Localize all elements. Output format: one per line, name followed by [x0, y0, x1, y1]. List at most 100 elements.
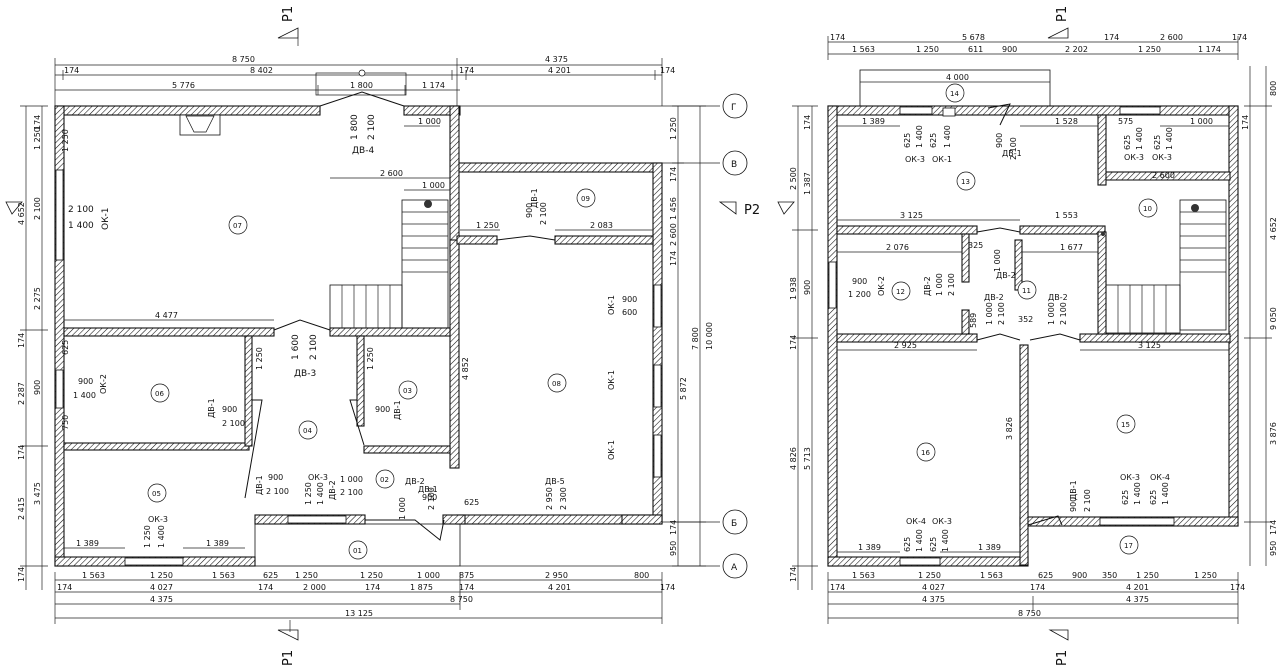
- dim-text: 1 553: [1055, 211, 1078, 220]
- dim-text: 1 677: [1060, 243, 1083, 252]
- dim-text: 900: [33, 380, 42, 395]
- dim-text: 2 275: [33, 287, 42, 310]
- window-label: 1 400: [1135, 127, 1144, 150]
- door-label: 2 100: [367, 114, 377, 140]
- dim-text: 2 600: [1160, 33, 1183, 42]
- dim-text: 1 389: [978, 543, 1001, 552]
- window-label: 600: [622, 308, 637, 317]
- axis-label: А: [731, 563, 738, 573]
- dim-text: 1 250: [669, 117, 678, 140]
- dim-text: 1 174: [422, 81, 445, 90]
- room-number: 10: [1143, 205, 1152, 213]
- dim-text: 3 125: [1138, 341, 1161, 350]
- door-label: ДВ-2: [405, 477, 425, 486]
- window-label: ОК-3: [308, 473, 328, 482]
- dim-text: 1 563: [980, 571, 1003, 580]
- window-label: 1 400: [1161, 482, 1170, 505]
- dim-text: 5 872: [679, 377, 688, 400]
- window-label: ОК-4: [1150, 473, 1170, 482]
- window-label: ОК-3: [1124, 153, 1144, 162]
- section-label: P1: [281, 6, 296, 22]
- dim-text: 611: [968, 45, 983, 54]
- section-marker-left-2: [777, 201, 795, 215]
- window-label: 1 400: [1165, 127, 1174, 150]
- door-label: 2 950: [545, 487, 554, 510]
- window-label: 625: [1123, 135, 1132, 150]
- dim-text: 174: [17, 445, 26, 460]
- dim-text: 4 375: [922, 595, 945, 604]
- dim-text: 174: [830, 583, 845, 592]
- door-label: 1 000: [340, 475, 363, 484]
- dim-text: 174: [365, 583, 380, 592]
- dim-text: 1 250: [916, 45, 939, 54]
- dim-text: 174: [789, 567, 798, 582]
- dim-text: 4 652: [1269, 217, 1278, 240]
- door-label: 2 100: [266, 487, 289, 496]
- plan-1: P1 P1 P2 8 750 4 3: [5, 6, 760, 666]
- door-label: 1 000: [398, 497, 407, 520]
- door-label: ДВ-2: [984, 293, 1004, 302]
- door-label: ДВ-2: [1048, 293, 1068, 302]
- dim-text: 625: [1038, 571, 1053, 580]
- dim-text: 4 000: [946, 73, 969, 82]
- dim-text: 1 000: [417, 571, 440, 580]
- window-label: 1 400: [1133, 482, 1142, 505]
- room-number: 03: [403, 387, 412, 395]
- door-label: 2 300: [559, 487, 568, 510]
- dim-text: 4 375: [545, 55, 568, 64]
- dim-text: 174: [789, 335, 798, 350]
- dim-text: 4 375: [1126, 595, 1149, 604]
- staircase: [329, 199, 449, 329]
- window-label: 900: [622, 295, 637, 304]
- dim-text: 174: [669, 167, 678, 182]
- room-number: 12: [896, 288, 905, 296]
- dim-text: 875: [459, 571, 474, 580]
- dim-text: 174: [64, 66, 79, 75]
- dim-text: 7 800: [691, 327, 700, 350]
- dim-text: 1 938: [789, 277, 798, 300]
- left-dimensions: 4 652 174 2 287 174 2 415 174 174 1 250 …: [17, 105, 70, 590]
- dim-text: 174: [803, 115, 812, 130]
- dim-text: 2 202: [1065, 45, 1088, 54]
- dim-text: 900: [1002, 45, 1017, 54]
- dim-text: 174: [33, 115, 42, 130]
- door-label: 2 100: [1009, 137, 1018, 160]
- section-label: P1: [1055, 650, 1070, 666]
- dim-text: 1 389: [76, 539, 99, 548]
- window-label: 900: [78, 377, 93, 386]
- room-number: 01: [353, 547, 362, 555]
- dim-text: 325: [968, 241, 983, 250]
- bottom-dimensions: 1 563 1 250 1 563 625 1 250 1 250 1 000 …: [54, 571, 675, 624]
- window-label: 1 400: [943, 125, 952, 148]
- windows: [55, 169, 662, 566]
- dim-text: 13 125: [345, 609, 373, 618]
- door-label: ДВ-1: [255, 475, 264, 495]
- dim-text: 350: [1102, 571, 1117, 580]
- dim-text: 1 875: [410, 583, 433, 592]
- door-label: 2 100: [539, 202, 548, 225]
- room-number: 14: [950, 90, 959, 98]
- dim-text: 174: [669, 520, 678, 535]
- dim-text: 5 776: [172, 81, 195, 90]
- door-label: ДВ-1: [393, 400, 402, 420]
- dim-text: 1 000: [418, 117, 441, 126]
- dim-text: 900: [1072, 571, 1087, 580]
- dim-text: 625: [61, 340, 70, 355]
- dim-text: 8 402: [250, 66, 273, 75]
- room-markers: 07 09 08 06 04 03 05 02 01: [147, 188, 596, 560]
- room-markers-2: 14 13 10 12 11 16 15 17: [891, 83, 1158, 555]
- dim-text: 2 500: [789, 167, 798, 190]
- door-label: 900: [422, 493, 437, 502]
- dim-text: 3 826: [1005, 417, 1014, 440]
- top-dimensions-2: 174 5 678 174 2 600 174 1 563 1 250 611 …: [827, 33, 1247, 107]
- annotations-2: 1 389 625 1 400 625 1 400 ОК-3 ОК-1 900 …: [837, 117, 1229, 553]
- dim-text: 750: [61, 415, 70, 430]
- door-label: 1 000: [1047, 302, 1056, 325]
- door-label: ДВ-3: [294, 369, 316, 379]
- dim-text: 1 250: [1194, 571, 1217, 580]
- staircase-2: [1101, 199, 1227, 334]
- dim-text: 4 201: [1126, 583, 1149, 592]
- window-label: ОК-3: [1120, 473, 1140, 482]
- dim-text: 2 600: [669, 223, 678, 246]
- dim-text: 1 456: [669, 197, 678, 220]
